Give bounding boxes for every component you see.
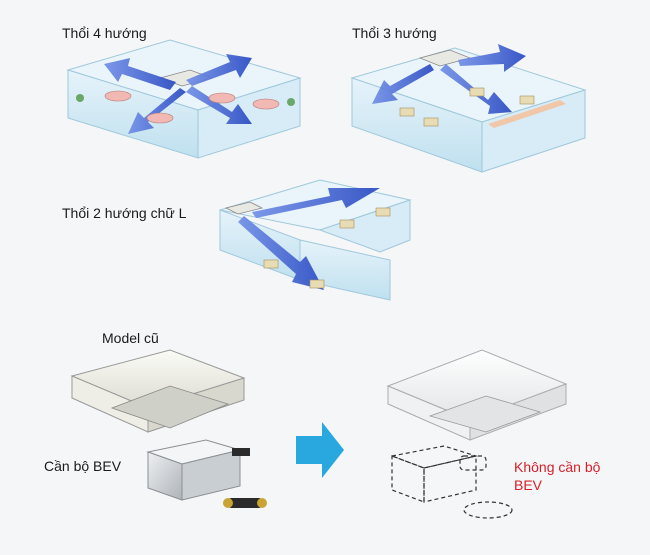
label-bev-not-needed: Không cần bộ BEV [514, 459, 601, 493]
airflow-arrow-icon [238, 188, 380, 290]
new-model-unit [386, 349, 568, 441]
room-two-way-l [219, 179, 412, 301]
label-bev-needed: Cần bộ BEV [44, 458, 122, 474]
label-four-way: Thổi 4 hướng [62, 25, 147, 41]
airflow-arrow-icon [104, 54, 252, 134]
room-four-way [66, 39, 302, 159]
label-two-way-l: Thổi 2 hướng chữ L [62, 205, 187, 221]
bev-box [146, 439, 267, 508]
label-old-model: Model cũ [102, 330, 159, 346]
bev-box-outline [389, 445, 513, 519]
label-three-way: Thổi 3 hướng [352, 25, 437, 41]
old-model-unit [70, 349, 246, 433]
right-arrow-icon [296, 422, 344, 478]
airflow-arrow-icon [372, 44, 526, 114]
room-three-way [350, 44, 587, 173]
